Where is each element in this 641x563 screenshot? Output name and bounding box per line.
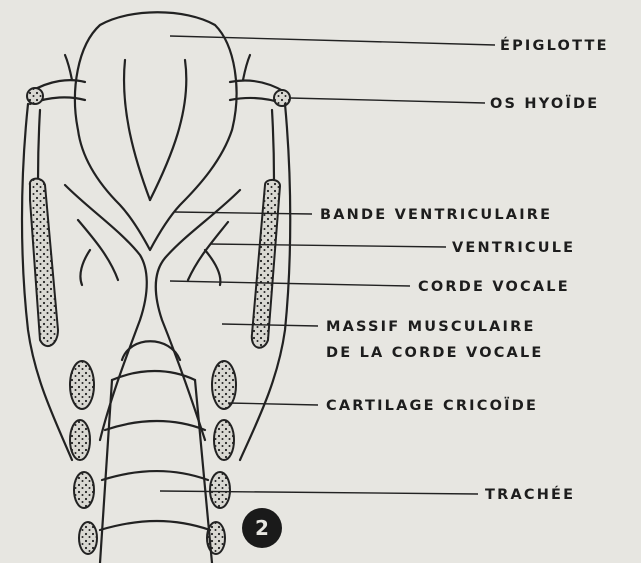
- leader-ventricule: [210, 244, 446, 247]
- ventricle-left: [80, 250, 90, 285]
- label-ventricule: VENTRICULE: [452, 240, 575, 256]
- tracheal-ring-right-1-stipple: [214, 420, 234, 460]
- label-epiglotte: ÉPIGLOTTE: [500, 37, 609, 54]
- leader-trachee: [160, 491, 478, 494]
- leader-bande-ventriculaire: [175, 212, 312, 214]
- hyoid-right-arm: [230, 80, 285, 92]
- trachea-ring-4: [100, 521, 210, 530]
- leader-os-hyoide: [290, 98, 485, 103]
- tracheal-ring-left-3-stipple: [79, 522, 97, 554]
- trachea-right-edge: [195, 380, 212, 563]
- muscle-mass-right-stipple: [252, 180, 280, 348]
- leader-corde-vocale: [170, 281, 410, 286]
- cricoid-left-stipple: [70, 361, 94, 409]
- label-massif-line2: DE LA CORDE VOCALE: [326, 345, 544, 361]
- label-bande-ventriculaire: BANDE VENTRICULAIRE: [320, 207, 552, 223]
- tracheal-ring-left-2-stipple: [74, 472, 94, 508]
- label-corde-vocale: CORDE VOCALE: [418, 279, 570, 295]
- tracheal-ring-left-1-stipple: [70, 420, 90, 460]
- label-cartilage-cricoide: CARTILAGE CRICOÏDE: [326, 397, 538, 414]
- trachea-ring-3: [102, 471, 208, 480]
- epiglottis-fold-right: [150, 60, 186, 200]
- tracheal-ring-right-2-stipple: [210, 472, 230, 508]
- cricoid-right-stipple: [212, 361, 236, 409]
- label-massif-line1: MASSIF MUSCULAIRE: [326, 319, 536, 335]
- epiglottis-fold-left: [124, 60, 150, 200]
- leader-epiglotte: [170, 36, 495, 45]
- leader-cricoide: [228, 403, 318, 405]
- trachea-left-edge: [100, 380, 112, 563]
- leader-massif: [222, 324, 318, 326]
- figure-number: 2: [255, 516, 269, 540]
- label-os-hyoide: OS HYOÏDE: [490, 95, 599, 112]
- label-trachee: TRACHÉE: [485, 486, 575, 503]
- trachea-ring-2: [105, 421, 205, 430]
- hyoid-left-knob-stipple: [27, 88, 43, 104]
- ventricle-right: [205, 250, 220, 285]
- hyoid-right-knob-stipple: [274, 90, 290, 106]
- hyoid-left-horn: [65, 55, 72, 80]
- hyoid-right-horn: [243, 55, 250, 80]
- ventricular-band-left: [78, 220, 118, 280]
